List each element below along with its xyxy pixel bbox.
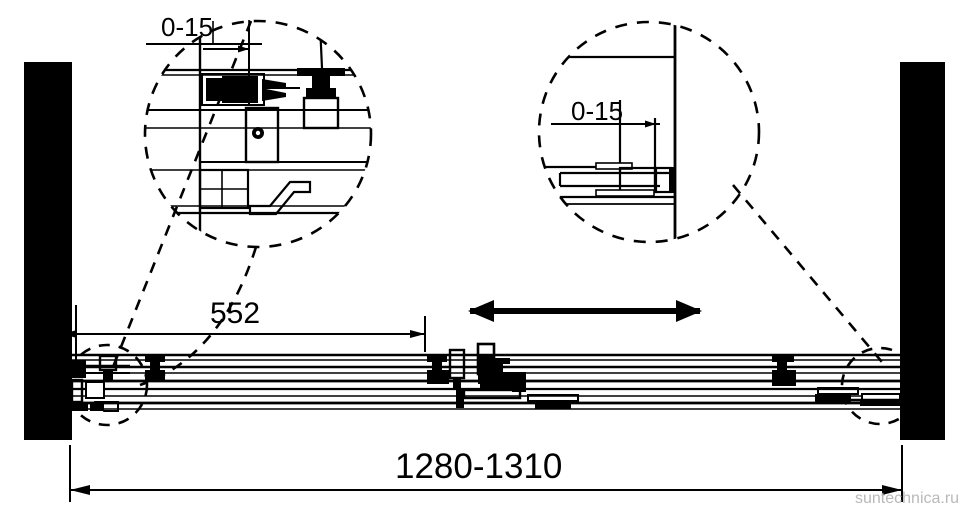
roller-carriage-left [98,354,118,382]
detail-right-leader [732,184,888,369]
dimension-552 [62,305,426,376]
wall-block-right [900,62,945,440]
detail-view-right [537,20,761,244]
detail-view-left [143,19,373,249]
roller-carriage-middle [427,342,579,409]
roller-carriage-right [772,356,859,403]
sliding-rail-profile [65,340,920,427]
dimension-overall [69,445,903,502]
overall-width-label: 1280-1310 [395,447,563,486]
panel-width-label: 552 [210,297,261,330]
wall-block-left [24,62,72,440]
roller-carriage-2 [145,356,165,382]
detail-left-gap-label: 0-15 [161,12,214,42]
watermark: suntechnica.ru [855,490,960,507]
detail-right-gap-label: 0-15 [571,96,624,126]
